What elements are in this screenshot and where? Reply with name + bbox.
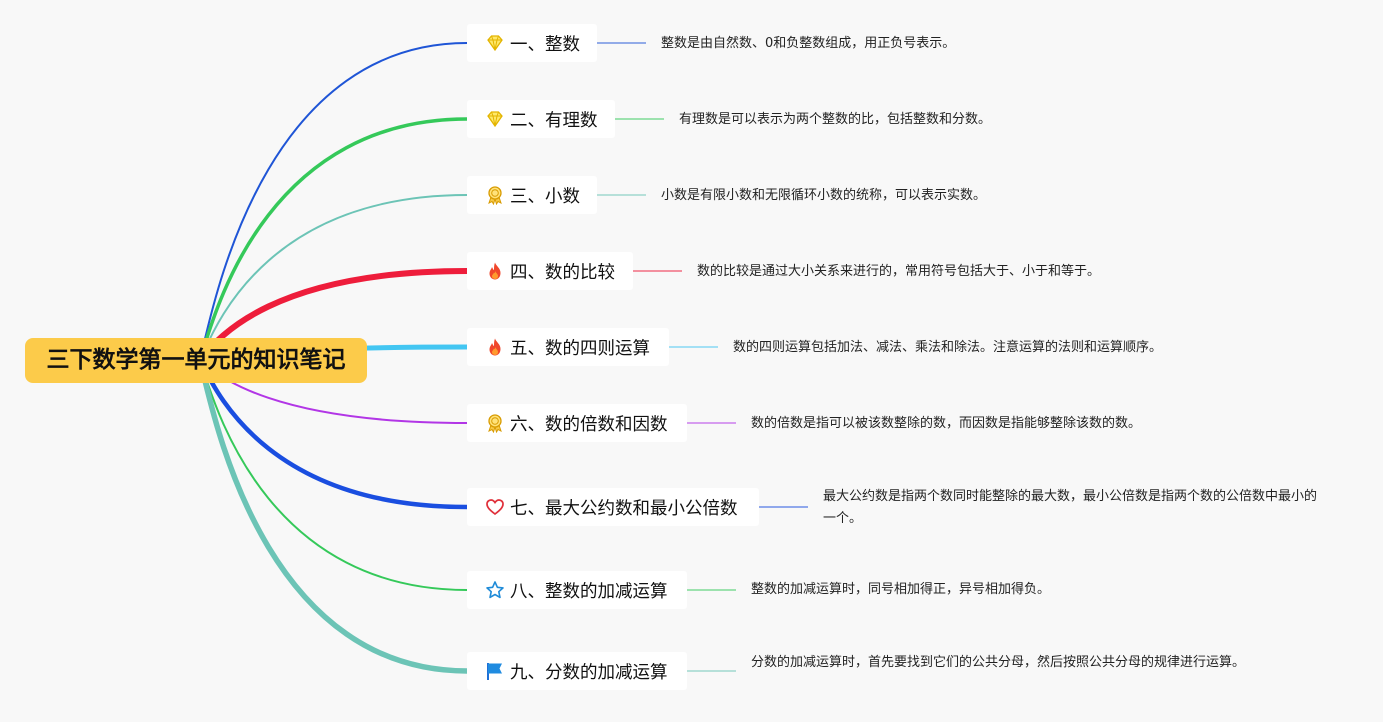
medal-icon xyxy=(484,412,506,434)
branch-topic-label: 六、数的倍数和因数 xyxy=(510,414,668,435)
flag-icon xyxy=(484,660,506,682)
branch-topic-label: 四、数的比较 xyxy=(510,262,615,283)
branch-topic-label: 三、小数 xyxy=(510,186,580,207)
diamond-icon xyxy=(484,108,506,130)
branch-note-7[interactable]: 最大公约数是指两个数同时能整除的最大数，最小公倍数是指两个数的公倍数中最小的一个… xyxy=(823,489,1318,526)
branch-topic-label: 七、最大公约数和最小公倍数 xyxy=(510,498,738,519)
branch-connector-8 xyxy=(199,359,468,591)
branch-topic-5[interactable]: 五、数的四则运算 xyxy=(467,328,669,366)
branch-topic-label: 二、有理数 xyxy=(510,110,598,131)
branch-topic-2[interactable]: 二、有理数 xyxy=(467,100,615,138)
root-topic-label: 三下数学第一单元的知识笔记 xyxy=(46,347,346,373)
branch-connector-3 xyxy=(199,194,468,361)
branch-note-2[interactable]: 有理数是可以表示为两个整数的比，包括整数和分数。 xyxy=(679,112,992,127)
branch-note-3[interactable]: 小数是有限小数和无限循环小数的统称，可以表示实数。 xyxy=(661,188,987,203)
branch-note-6[interactable]: 数的倍数是指可以被该数整除的数，而因数是指能够整除该数的数。 xyxy=(751,416,1142,431)
branch-note-1[interactable]: 整数是由自然数、0和负整数组成，用正负号表示。 xyxy=(661,36,956,51)
heart-icon xyxy=(484,496,506,518)
branch-topic-label: 五、数的四则运算 xyxy=(510,338,650,359)
branch-topic-6[interactable]: 六、数的倍数和因数 xyxy=(467,404,687,442)
branch-topic-3[interactable]: 三、小数 xyxy=(467,176,597,214)
branch-topic-8[interactable]: 八、整数的加减运算 xyxy=(467,571,687,609)
fire-icon xyxy=(484,336,506,358)
branch-connector-1 xyxy=(199,42,468,361)
branch-note-8[interactable]: 整数的加减运算时，同号相加得正，异号相加得负。 xyxy=(751,582,1051,597)
branch-topic-7[interactable]: 七、最大公约数和最小公倍数 xyxy=(467,488,759,526)
branch-connector-9 xyxy=(197,357,470,674)
branch-topic-label: 八、整数的加减运算 xyxy=(510,581,668,602)
branch-connector-2 xyxy=(198,117,469,362)
star-icon xyxy=(484,579,506,601)
medal-icon xyxy=(484,184,506,206)
fire-icon xyxy=(484,260,506,282)
branch-note-4[interactable]: 数的比较是通过大小关系来进行的，常用符号包括大于、小于和等于。 xyxy=(697,264,1101,279)
branch-topic-1[interactable]: 一、整数 xyxy=(467,24,597,62)
root-topic[interactable]: 三下数学第一单元的知识笔记 xyxy=(25,338,367,383)
branch-note-9[interactable]: 分数的加减运算时，首先要找到它们的公共分母，然后按照公共分母的规律进行运算。 xyxy=(751,655,1246,670)
branch-topic-9[interactable]: 九、分数的加减运算 xyxy=(467,652,687,690)
branch-note-5[interactable]: 数的四则运算包括加法、减法、乘法和除法。注意运算的法则和运算顺序。 xyxy=(733,340,1163,355)
diamond-icon xyxy=(484,32,506,54)
branch-topic-4[interactable]: 四、数的比较 xyxy=(467,252,633,290)
branch-topic-label: 一、整数 xyxy=(510,34,580,55)
branch-topic-label: 九、分数的加减运算 xyxy=(510,662,668,683)
